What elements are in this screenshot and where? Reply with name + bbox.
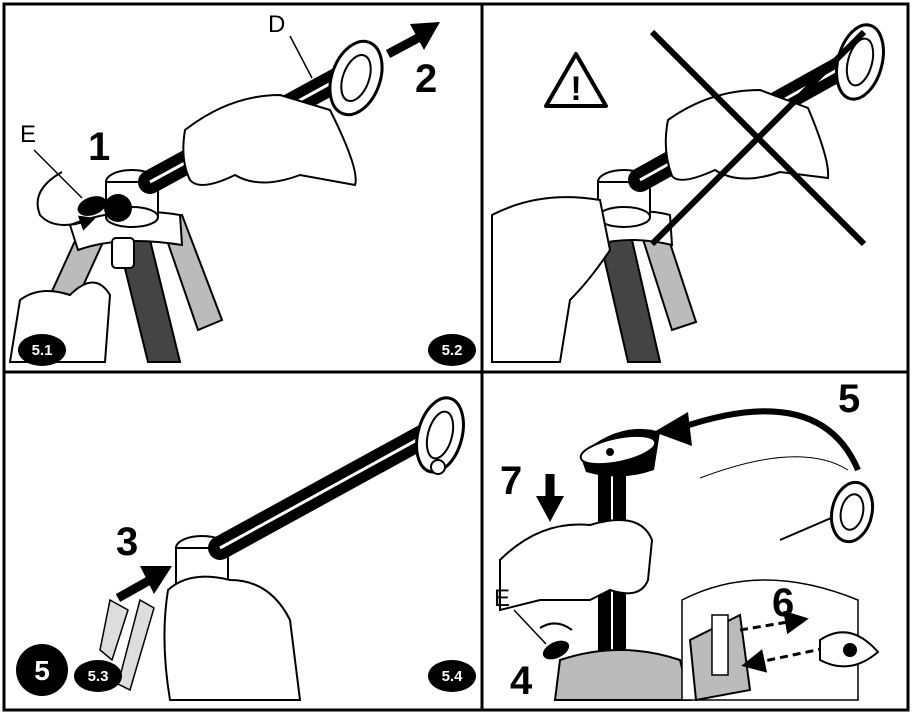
step-number-7: 7 <box>500 459 522 503</box>
leader-line-d <box>289 35 313 79</box>
leader-line-e <box>513 609 547 645</box>
label-e: E <box>494 585 510 612</box>
magnified-detail-inset <box>681 579 880 702</box>
step-number-6: 6 <box>772 581 794 625</box>
panel-badge-5-2: 5.2 <box>428 334 476 366</box>
warning-icon: ! <box>544 52 608 108</box>
panel-5-1: D E 1 2 5.1 <box>8 11 440 366</box>
section-badge-5: 5 <box>16 644 68 696</box>
hand-icon <box>163 575 302 701</box>
locking-knob-e <box>77 194 132 222</box>
curved-arrow-icon <box>679 408 861 472</box>
label-e: E <box>20 121 36 148</box>
svg-text:5.1: 5.1 <box>32 342 53 359</box>
panel-5-4: E 5 7 6 4 5.4 <box>428 377 880 703</box>
svg-text:5.4: 5.4 <box>442 668 464 685</box>
panel-badge-5-1: 5.1 <box>18 334 66 366</box>
panel-badge-5-4: 5.4 <box>428 660 476 692</box>
tripod-legs <box>99 598 155 692</box>
leader-line-e <box>33 149 83 199</box>
rotate-arrow-icon <box>36 171 96 231</box>
push-direction-arrow-icon <box>115 566 172 602</box>
hand-icon <box>182 93 357 187</box>
step-number-4: 4 <box>510 659 533 703</box>
center-column <box>699 456 875 549</box>
hand-icon <box>499 519 654 612</box>
panel-5-2: ! 5.2 <box>428 23 885 366</box>
arrow-head-icon <box>654 412 692 446</box>
label-d: D <box>268 11 285 38</box>
push-down-arrow-icon <box>536 474 564 522</box>
panel-badge-5-3: 5.3 <box>74 660 122 692</box>
locking-knob-e <box>539 622 573 660</box>
center-column <box>208 396 465 560</box>
hand-icon <box>664 88 830 181</box>
panel-5-3: 3 5 5.3 <box>16 396 465 701</box>
svg-text:!: ! <box>570 70 581 108</box>
step-number-3: 3 <box>116 520 138 564</box>
svg-text:5.3: 5.3 <box>88 668 109 685</box>
column-head <box>553 649 692 701</box>
step-number-1: 1 <box>88 125 110 169</box>
step-number-5: 5 <box>838 377 860 421</box>
hand-icon <box>491 196 612 363</box>
svg-text:5.2: 5.2 <box>442 342 463 359</box>
svg-text:5: 5 <box>34 655 50 686</box>
step-number-2: 2 <box>415 57 437 101</box>
prohibited-cross-icon <box>649 29 867 247</box>
pull-direction-arrow-icon <box>385 22 440 58</box>
